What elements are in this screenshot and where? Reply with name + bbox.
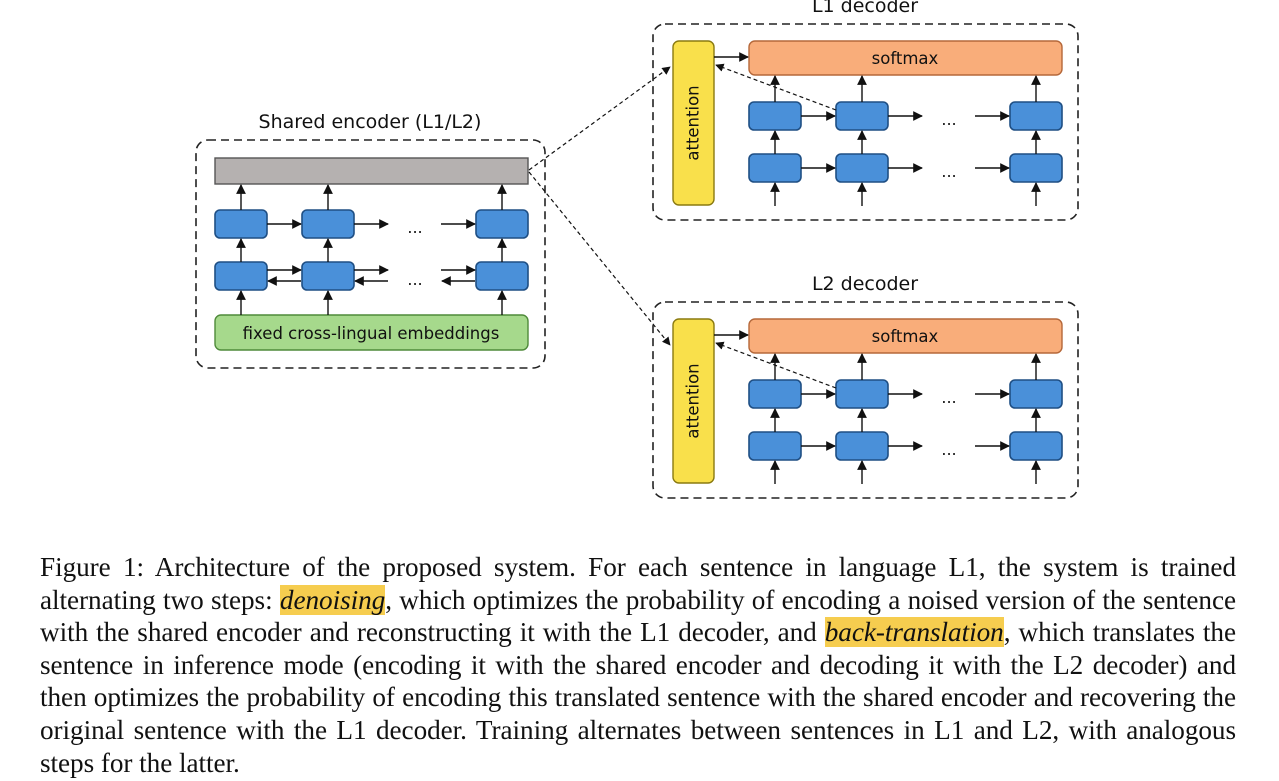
l2-softmax-box <box>748 318 1063 354</box>
encoder-upper-cell-2 <box>301 209 355 239</box>
l2-attention-label: attention <box>684 363 703 438</box>
l2-attention-feedback <box>715 341 837 389</box>
encoder-lower-cell-n <box>475 261 529 291</box>
l1-softmax-label: softmax <box>872 49 939 68</box>
encoder-upper-cell-1 <box>214 209 268 239</box>
caption-highlight-denoising: denoising <box>279 584 386 615</box>
encoder-title: Shared encoder (L1/L2) <box>259 111 482 133</box>
l2-lower-cell-1 <box>748 431 802 461</box>
encoder-upper-ellipsis: ... <box>407 218 422 237</box>
l2-upper-ellipsis: ... <box>941 388 956 407</box>
l2-softmax-label: softmax <box>872 327 939 346</box>
l1-upper-cell-n <box>1009 101 1063 131</box>
l1-upper-ellipsis: ... <box>941 110 956 129</box>
l2-lower-cell-n <box>1009 431 1063 461</box>
encoder-arrows <box>236 184 507 315</box>
l1-decoder: L1 decoder attention softmax ... ... <box>652 0 1079 221</box>
encoder-lower-ellipsis: ... <box>407 270 422 289</box>
caption-text-2: , which optimizes the probability of enc… <box>40 584 1236 648</box>
encoder-lower-cell-2 <box>301 261 355 291</box>
l1-upper-cell-2 <box>835 101 889 131</box>
encoder-frame <box>195 139 546 369</box>
l2-decoder: L2 decoder attention softmax ... ... <box>652 273 1079 499</box>
l1-attention-feedback <box>715 63 837 111</box>
l2-decoder-title: L2 decoder <box>812 273 918 295</box>
l2-lower-cell-2 <box>835 431 889 461</box>
l2-lower-ellipsis: ... <box>941 440 956 459</box>
encoder-upper-cell-n <box>475 209 529 239</box>
caption-text-3: , which translates the sentence in infer… <box>40 617 1236 778</box>
l1-arrows <box>714 52 1041 206</box>
l1-lower-ellipsis: ... <box>941 162 956 181</box>
l2-decoder-frame <box>652 301 1079 499</box>
l1-decoder-frame <box>652 23 1079 221</box>
l1-decoder-title: L1 decoder <box>812 0 918 17</box>
caption-text-1: Figure 1: Architecture of the proposed s… <box>40 552 1236 615</box>
l1-attention-label: attention <box>684 85 703 160</box>
l1-softmax-box <box>748 40 1063 76</box>
l1-lower-cell-n <box>1009 153 1063 183</box>
l1-lower-cell-1 <box>748 153 802 183</box>
shared-encoder: Shared encoder (L1/L2) fixed cross-lingu… <box>195 111 546 369</box>
l1-lower-cell-2 <box>835 153 889 183</box>
l2-arrows <box>714 330 1041 484</box>
l1-attention-box <box>672 40 715 206</box>
embeddings-label: fixed cross-lingual embeddings <box>243 324 500 343</box>
l1-upper-cell-1 <box>748 101 802 131</box>
l2-upper-cell-n <box>1009 379 1063 409</box>
encoder-to-attention-connectors <box>528 66 671 346</box>
encoder-output-bar <box>214 157 529 185</box>
embeddings-box <box>214 314 529 351</box>
l2-attention-box <box>672 318 715 484</box>
figure-caption: Figure 1: Architecture of the proposed s… <box>40 551 1236 779</box>
caption-highlight-back-translation: back-translation <box>824 617 1004 648</box>
architecture-diagram: Shared encoder (L1/L2) fixed cross-lingu… <box>195 0 1079 499</box>
encoder-lower-cell-1 <box>214 261 268 291</box>
l2-upper-cell-1 <box>748 379 802 409</box>
l2-upper-cell-2 <box>835 379 889 409</box>
